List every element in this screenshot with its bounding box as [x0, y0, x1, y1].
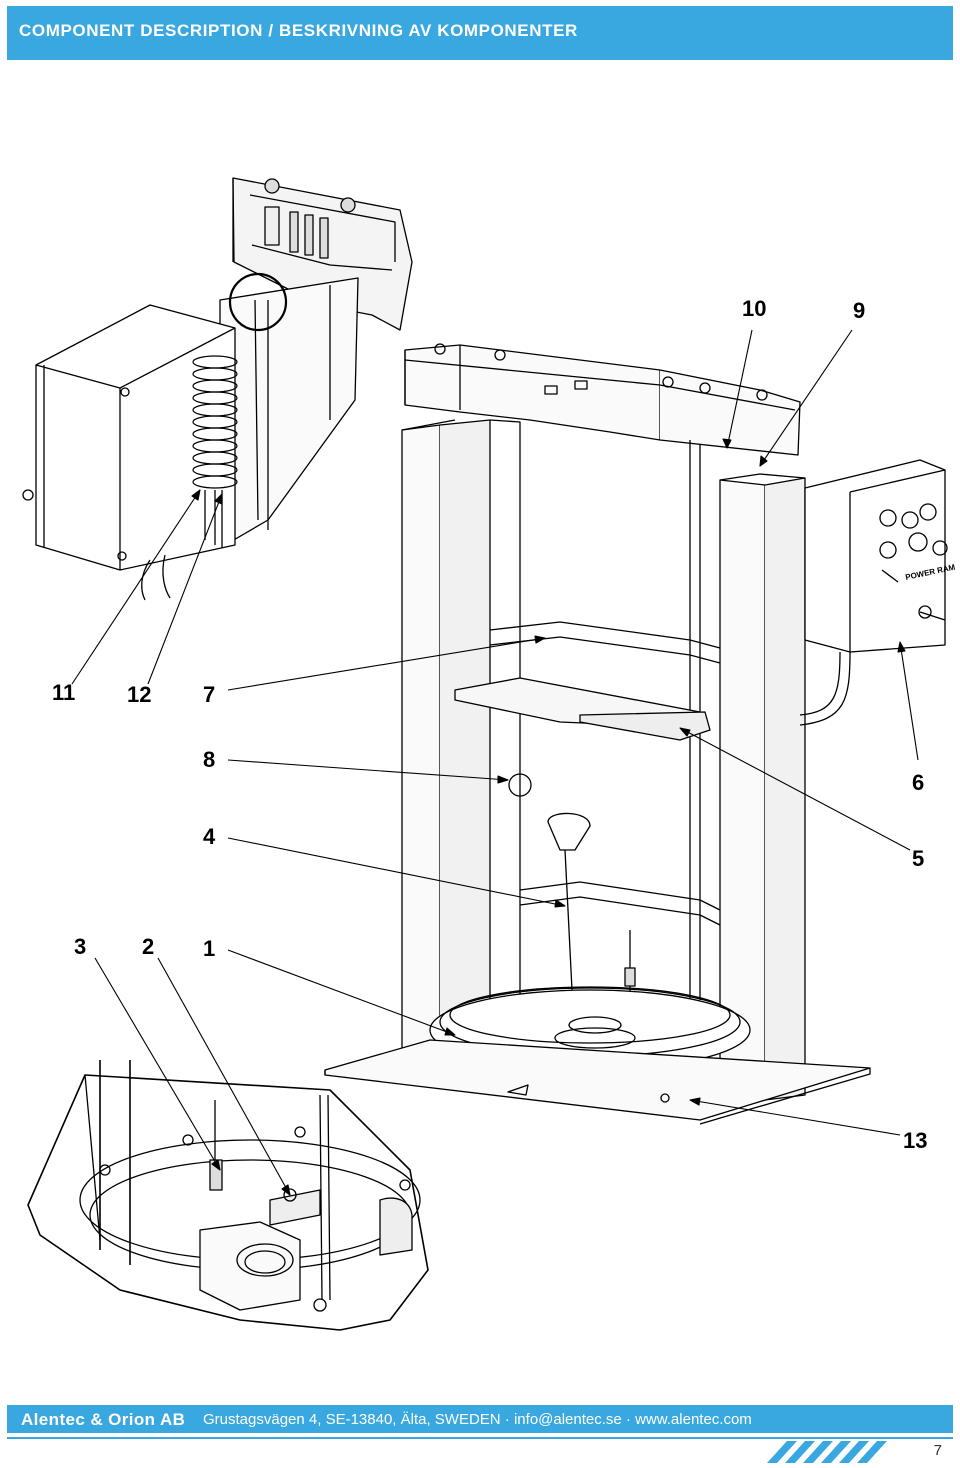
callout-5: 5 — [912, 846, 925, 871]
callout-10: 10 — [742, 296, 767, 321]
company-name: Alentec & Orion AB — [21, 1410, 186, 1429]
ram-frame: POWER RAM — [324, 343, 956, 1125]
page-number: 7 — [933, 1442, 942, 1459]
footer-bar: Alentec & Orion AB Grustagsvägen 4, SE-1… — [7, 1405, 953, 1433]
callout-3: 3 — [74, 934, 87, 959]
callout-8: 8 — [203, 747, 216, 772]
footer-stripe-decoration — [7, 1437, 953, 1463]
callout-12: 12 — [127, 682, 152, 707]
callout-7: 7 — [203, 682, 216, 707]
control-box-inset — [22, 177, 413, 601]
page-title: COMPONENT DESCRIPTION / BESKRIVNING AV K… — [19, 21, 578, 40]
leader-lines — [71, 329, 919, 1196]
callout-9: 9 — [853, 298, 866, 323]
callout-6: 6 — [912, 770, 925, 795]
callout-11: 11 — [52, 680, 76, 705]
drum-detail-inset — [27, 1060, 429, 1331]
callout-2: 2 — [142, 934, 155, 959]
callout-1: 1 — [203, 936, 216, 961]
callout-4: 4 — [203, 824, 216, 849]
header-bar: COMPONENT DESCRIPTION / BESKRIVNING AV K… — [7, 6, 953, 60]
company-address: Grustagsvägen 4, SE-13840, Älta, SWEDEN … — [203, 1411, 752, 1428]
callout-13: 13 — [903, 1128, 928, 1153]
